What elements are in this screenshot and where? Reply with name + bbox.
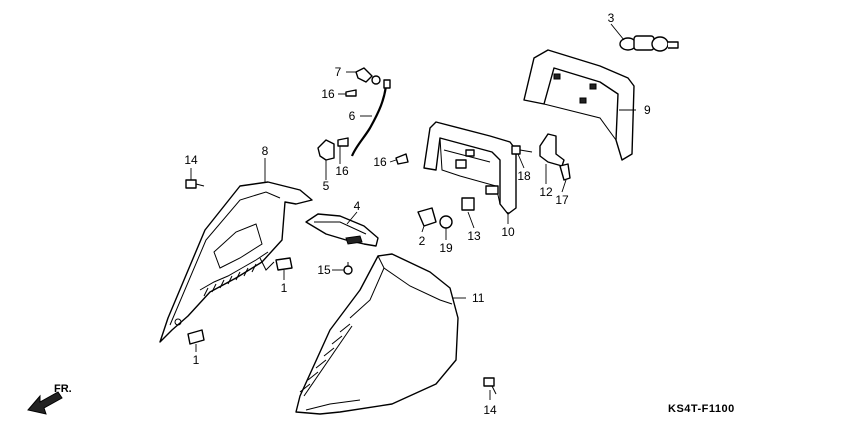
callout-4: 4: [354, 199, 361, 213]
callout-2: 2: [419, 234, 426, 248]
part-19-bolt: [439, 215, 453, 229]
callout-1: 1: [193, 353, 200, 367]
part-1-clip-upper: [275, 257, 293, 271]
callout-1: 1: [281, 281, 288, 295]
callout-11: 11: [472, 291, 485, 305]
callout-labels: 1 1 2 3 4 5 6 7 8 9 10 11 12 13 14 14 15…: [184, 11, 651, 417]
callout-14: 14: [184, 153, 198, 167]
part-6-cable: [350, 79, 391, 157]
callout-15: 15: [317, 263, 331, 277]
callout-12: 12: [539, 185, 553, 199]
callout-10: 10: [501, 225, 515, 239]
callout-13: 13: [467, 229, 481, 243]
callout-16: 16: [373, 155, 387, 169]
part-8-side-cover: [159, 181, 313, 343]
part-7-clip: [355, 67, 381, 85]
part-16-screw-a: [345, 89, 357, 97]
callout-5: 5: [323, 179, 330, 193]
part-5-holder: [317, 139, 335, 161]
callout-7: 7: [335, 65, 342, 79]
callout-16: 16: [335, 164, 349, 178]
callout-17: 17: [555, 193, 569, 207]
part-9-carrier-plate: [523, 49, 635, 161]
callout-14: 14: [483, 403, 497, 417]
part-4-bracket: [305, 213, 379, 247]
part-16-screw-b: [337, 137, 349, 147]
callout-9: 9: [644, 103, 651, 117]
part-12-bracket: [539, 133, 565, 167]
part-11-center-cover: [295, 253, 459, 415]
callout-6: 6: [349, 109, 356, 123]
leader-lines: [190, 23, 636, 400]
callout-18: 18: [517, 169, 531, 183]
part-17-pin: [559, 163, 571, 181]
front-direction-arrow: FR.: [27, 383, 72, 415]
callout-19: 19: [439, 241, 453, 255]
part-14-bolt-upper: [185, 179, 205, 189]
part-16-screw-c: [395, 153, 409, 165]
part-15-screw: [343, 262, 353, 275]
part-10-grab-frame: [423, 121, 517, 215]
callout-3: 3: [608, 11, 615, 25]
part-13-clip: [461, 197, 475, 211]
part-1-clip-lower: [187, 329, 205, 345]
diagram-code: KS4T-F1100: [668, 403, 735, 415]
part-3-key-lock: [619, 35, 679, 52]
part-14-bolt-lower: [483, 377, 497, 395]
part-2-nut: [417, 207, 437, 227]
callout-8: 8: [262, 144, 269, 158]
callout-16: 16: [321, 87, 335, 101]
part-18-bolt: [511, 145, 533, 155]
direction-label: FR.: [54, 383, 72, 395]
